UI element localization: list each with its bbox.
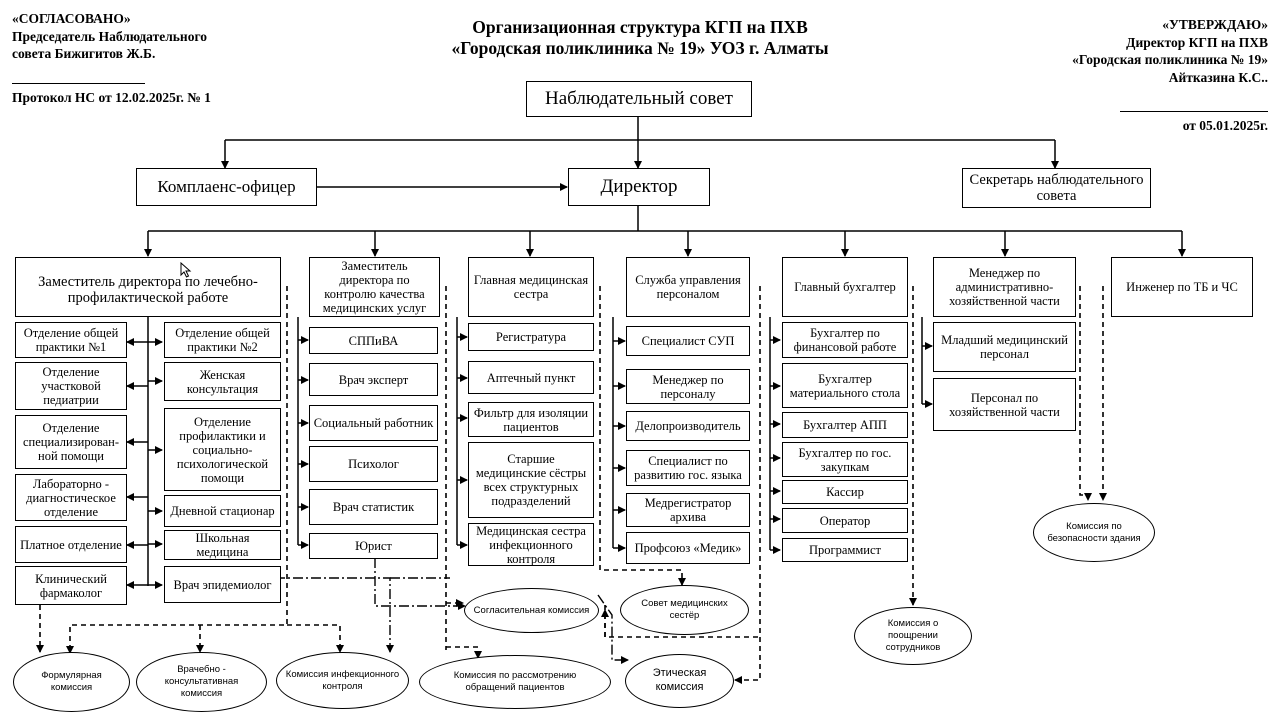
unit-social-worker: Социальный работник [309, 405, 438, 441]
deputy-quality-title-box: Заместитель директора по контролю качест… [309, 257, 440, 317]
unit-expert-doctor: Врач эксперт [309, 363, 438, 396]
approved-signature-line [1120, 111, 1268, 112]
unit-cashier: Кассир [782, 480, 908, 504]
title-line-2: «Городская поликлиника № 19» УОЗ г. Алма… [451, 38, 829, 58]
unit-day-hospital: Дневной стационар [164, 495, 281, 527]
board-secretary-box: Секретарь наблюдательного совета [962, 168, 1151, 208]
hr-title-box: Служба управления персоналом [626, 257, 750, 317]
unit-programmer: Программист [782, 538, 908, 562]
head-nurse-title-box: Главная медицинская сестра [468, 257, 594, 317]
approved-position: Директор КГП на ПХВ [1126, 34, 1268, 50]
agreed-position: Председатель Наблюдательного [12, 28, 207, 44]
approved-title: «УТВЕРЖДАЮ» [1162, 17, 1268, 32]
unit-clinical-pharmacologist: Клинический фармаколог [15, 566, 127, 605]
conciliation-commission: Согласительная комиссия [464, 588, 599, 633]
unit-statistician: Врач статистик [309, 489, 438, 525]
deputy-medical-title-box: Заместитель директора по лечебно-профила… [15, 257, 281, 317]
unit-material-accountant: Бухгалтер материального стола [782, 363, 908, 408]
agreed-block: «СОГЛАСОВАНО» Председатель Наблюдательно… [12, 10, 207, 63]
unit-laboratory: Лабораторно - диагностическое отделение [15, 474, 127, 521]
unit-prevention: Отделение профилактики и социально-психо… [164, 408, 281, 491]
unit-lawyer: Юрист [309, 533, 438, 559]
unit-trade-union: Профсоюз «Медик» [626, 532, 750, 564]
unit-operator: Оператор [782, 508, 908, 533]
unit-language-specialist: Специалист по развитию гос. языка [626, 450, 750, 486]
unit-hr-manager: Менеджер по персоналу [626, 369, 750, 404]
unit-womens-clinic: Женская консультация [164, 362, 281, 401]
admin-manager-title-box: Менеджер по административно-хозяйственно… [933, 257, 1076, 317]
agreed-name: совета Бижигитов Ж.Б. [12, 46, 156, 61]
unit-maintenance-staff: Персонал по хозяйственной части [933, 378, 1076, 431]
approved-block: «УТВЕРЖДАЮ» Директор КГП на ПХВ «Городск… [1000, 16, 1268, 86]
unit-epidemiologist: Врач эпидемиолог [164, 566, 281, 603]
unit-finance-accountant: Бухгалтер по финансовой работе [782, 322, 908, 358]
patient-appeals-commission: Комиссия по рассмотрению обращений пацие… [419, 655, 611, 709]
unit-procurement-accountant: Бухгалтер по гос. закупкам [782, 442, 908, 477]
ethics-commission: Этическая комиссия [625, 654, 734, 708]
mouse-cursor-icon [180, 261, 192, 278]
approved-org: «Городская поликлиника № 19» [1072, 52, 1268, 67]
protocol-text: Протокол НС от 12.02.2025г. № 1 [12, 90, 211, 105]
approved-date: от 05.01.2025г. [1182, 118, 1268, 133]
compliance-officer-box: Комплаенс-офицер [136, 168, 317, 206]
director-box: Директор [568, 168, 710, 206]
nurses-council: Совет медицинских сестёр [620, 585, 749, 635]
unit-patient-filter: Фильтр для изоляции пациентов [468, 402, 594, 437]
unit-sppiva: СППиВА [309, 327, 438, 354]
unit-junior-medical-staff: Младший медицинский персонал [933, 322, 1076, 372]
unit-senior-nurses: Старшие медицинские сёстры всех структур… [468, 442, 594, 518]
unit-general-practice-1: Отделение общей практики №1 [15, 322, 127, 358]
unit-sup-specialist: Специалист СУП [626, 326, 750, 356]
agreed-title: «СОГЛАСОВАНО» [12, 11, 131, 26]
chief-accountant-title-box: Главный бухгалтер [782, 257, 908, 317]
unit-general-practice-2: Отделение общей практики №2 [164, 322, 281, 358]
unit-paid-department: Платное отделение [15, 526, 127, 563]
unit-school-medicine: Школьная медицина [164, 530, 281, 560]
unit-pediatrics: Отделение участковой педиатрии [15, 362, 127, 410]
supervisory-board-box: Наблюдательный совет [526, 81, 752, 117]
formulary-commission: Формулярная комиссия [13, 652, 130, 712]
building-safety-commission: Комиссия по безопасности здания [1033, 503, 1155, 562]
unit-registry: Регистратура [468, 323, 594, 351]
infection-control-commission: Комиссия инфекционного контроля [276, 652, 409, 709]
approved-name: Айтказина К.С.. [1168, 69, 1268, 85]
incentive-commission: Комиссия о поощрении сотрудников [854, 607, 972, 665]
page-title: Организационная структура КГП на ПХВ «Го… [390, 17, 890, 59]
unit-app-accountant: Бухгалтер АПП [782, 412, 908, 438]
unit-pharmacy: Аптечный пункт [468, 361, 594, 394]
unit-psychologist: Психолог [309, 446, 438, 482]
advisory-commission: Врачебно - консультативная комиссия [136, 652, 267, 712]
unit-specialized-care: Отделение специализирован-ной помощи [15, 415, 127, 469]
title-line-1: Организационная структура КГП на ПХВ [472, 17, 808, 37]
agreed-signature-line [12, 83, 145, 84]
unit-clerk: Делопроизводитель [626, 411, 750, 441]
unit-infection-control-nurse: Медицинская сестра инфекционного контрол… [468, 523, 594, 566]
unit-archive-registrar: Медрегистратор архива [626, 493, 750, 527]
safety-engineer-box: Инженер по ТБ и ЧС [1111, 257, 1253, 317]
